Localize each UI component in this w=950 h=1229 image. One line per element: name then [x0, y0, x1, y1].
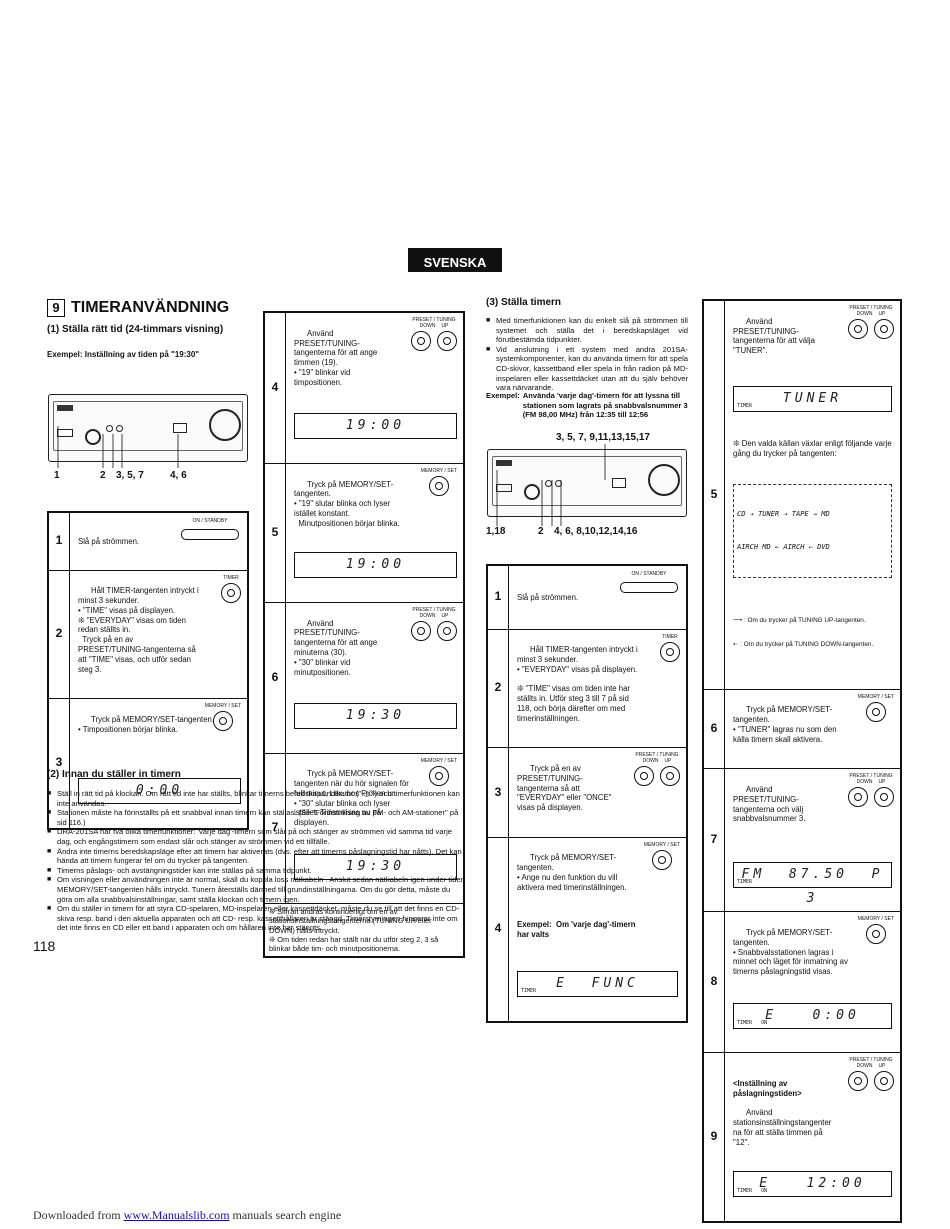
- callout: 2: [100, 470, 106, 481]
- part3-heading: (3) Ställa timern: [486, 297, 562, 308]
- step-number: 2: [486, 628, 509, 749]
- step-text: Använd stationsinställningstangenter na …: [733, 1108, 834, 1147]
- section-heading: 9 TIMERANVÄNDNING: [47, 299, 229, 317]
- callout: 3, 5, 7: [116, 470, 144, 481]
- receiver-illustration-2: [487, 449, 687, 517]
- step-number: 7: [702, 768, 725, 913]
- step-text: Håll TIMER-tangenten intryckt i minst 3 …: [78, 586, 199, 674]
- timer-button: TIMER: [660, 634, 680, 662]
- footer: Downloaded from www.Manualslib.com manua…: [33, 1208, 341, 1223]
- on-standby-button: ON / STANDBY: [181, 517, 239, 540]
- footer-suffix: manuals search engine: [229, 1208, 342, 1222]
- memory-set-button: MEMORY / SET: [644, 842, 680, 870]
- bullet: Vid anslutning i ett system med andra 20…: [486, 345, 688, 393]
- callout: 2: [538, 526, 544, 537]
- step-title: <Inställning av påslagningstiden>: [733, 1078, 802, 1098]
- callout: 3, 5, 7, 9,11,13,15,17: [556, 432, 650, 443]
- page-number: 118: [33, 938, 56, 954]
- step-number: 9: [702, 1052, 725, 1223]
- memory-set-button: MEMORY / SET: [858, 694, 894, 722]
- bullet: DRA-201SA har två olika timerfunktioner:…: [47, 827, 465, 846]
- step-number: 6: [702, 688, 725, 770]
- step-text: Slå på strömmen.: [78, 537, 140, 547]
- step-number: 2: [47, 569, 70, 700]
- lcd-display: 19:00: [294, 552, 457, 579]
- callout: 4, 6: [170, 470, 187, 481]
- step-text: Tryck på MEMORY/SET-tangenten. • Ange nu…: [517, 853, 627, 892]
- part3-steps-table-right: 5 Använd PRESET/TUNING-tangenterna för a…: [702, 299, 902, 1223]
- part2-heading: (2) Innan du ställer in timern: [47, 769, 181, 780]
- part2-bullets: Ställ in rätt tid på klockan. Om rätt ti…: [47, 789, 465, 933]
- callout: 4, 6, 8,10,12,14,16: [554, 526, 638, 537]
- bullet: Om du ställer in timern för att styra CD…: [47, 904, 465, 933]
- receiver-illustration: [48, 394, 248, 462]
- step-text: Tryck på MEMORY/SET-tangenten. • "19" sl…: [294, 479, 400, 528]
- step-text: Använd PRESET/TUNING-tangenterna och väl…: [733, 784, 806, 824]
- memory-set-button: MEMORY / SET: [858, 916, 894, 945]
- part1-example: Exempel: Inställning av tiden på "19:30": [47, 350, 200, 359]
- example-label: Exempel: Om 'varje dag'-timern har valts: [517, 920, 638, 940]
- part3-example: Exempel: Använda 'varje dag'-timern för …: [486, 391, 688, 420]
- callout-lines-2: [496, 444, 606, 526]
- step-text: Slå på strömmen.: [517, 593, 579, 603]
- step-number: 8: [702, 911, 725, 1054]
- step-number: 6: [263, 601, 286, 754]
- step-text: Använd PRESET/TUNING-tangenterna för att…: [733, 316, 818, 356]
- step-number: 1: [486, 564, 509, 630]
- bullet: Timerns påslags- och avstängningstider k…: [47, 866, 465, 876]
- bullet: Ställ in rätt tid på klockan. Om rätt ti…: [47, 789, 465, 808]
- section-number: 9: [47, 299, 65, 317]
- step-number: 1: [47, 511, 70, 571]
- legend: ⟶ : Om du trycker på TUNING UP-tangenten…: [733, 616, 874, 648]
- step-text: Tryck på en av PRESET/TUNING-tangenterna…: [517, 764, 614, 813]
- step-number: 3: [486, 747, 509, 838]
- step-text: Tryck på MEMORY/SET-tangenten. • Snabbva…: [733, 928, 848, 977]
- note: ❊ Den valda källan växlar enligt följand…: [733, 439, 894, 458]
- language-tag: SVENSKA: [408, 248, 502, 272]
- manualslib-link[interactable]: www.Manualslib.com: [123, 1208, 230, 1222]
- step-number: 4: [263, 311, 286, 464]
- lcd-display: 19:00: [294, 413, 457, 440]
- step-text: Använd PRESET/TUNING-tangenterna för att…: [294, 328, 378, 387]
- source-sequence: CD ⇢ TUNER ⇢ TAPE ⇢ MD AIRCH MD ⇠ AIRCH …: [733, 484, 892, 579]
- step-text: Tryck på MEMORY/SET-tangenten. • Timposi…: [78, 714, 215, 734]
- callout: 1,18: [486, 526, 506, 537]
- step-text: Tryck på MEMORY/SET-tangenten. • "TUNER"…: [733, 705, 837, 744]
- step-number: 5: [263, 462, 286, 603]
- part1-heading: (1) Ställa rätt tid (24-timmars visning): [47, 324, 224, 335]
- bullet: Om visningen eller användningen inte är …: [47, 875, 465, 904]
- memory-set-button: MEMORY / SET: [421, 468, 457, 496]
- footer-prefix: Downloaded from: [33, 1208, 124, 1222]
- bullet: Med timerfunktionen kan du enkelt slå på…: [486, 316, 688, 345]
- part1-steps-table: 1 Slå på strömmen. ON / STANDBY 2 Håll T…: [47, 511, 249, 830]
- memory-set-button: MEMORY / SET: [421, 758, 457, 786]
- memory-set-button: MEMORY / SET: [205, 703, 241, 732]
- section-title: TIMERANVÄNDNING: [71, 299, 230, 316]
- callout-lines: [57, 426, 179, 468]
- bullet: Stationen måste ha förinställts på ett s…: [47, 808, 465, 827]
- timer-button: TIMER: [221, 575, 241, 603]
- step-number: 5: [702, 299, 725, 690]
- step-text: Håll TIMER-tangenten intryckt i minst 3 …: [517, 645, 638, 723]
- on-standby-button: ON / STANDBY: [620, 570, 678, 593]
- step-text: Använd PRESET/TUNING-tangenterna för att…: [294, 618, 378, 677]
- callout: 1: [54, 470, 60, 481]
- part3-bullets: Med timerfunktionen kan du enkelt slå på…: [486, 316, 688, 393]
- step-number: 4: [486, 836, 509, 1023]
- bullet: Ändra inte timerns beredskapsläge efter …: [47, 847, 465, 866]
- note: ❊ Om tiden redan har ställt när du utför…: [269, 934, 439, 954]
- part3-steps-table: 1 Slå på strömmen. ON / STANDBY 2 Håll T…: [486, 564, 688, 1023]
- lcd-display: 19:30: [294, 702, 457, 729]
